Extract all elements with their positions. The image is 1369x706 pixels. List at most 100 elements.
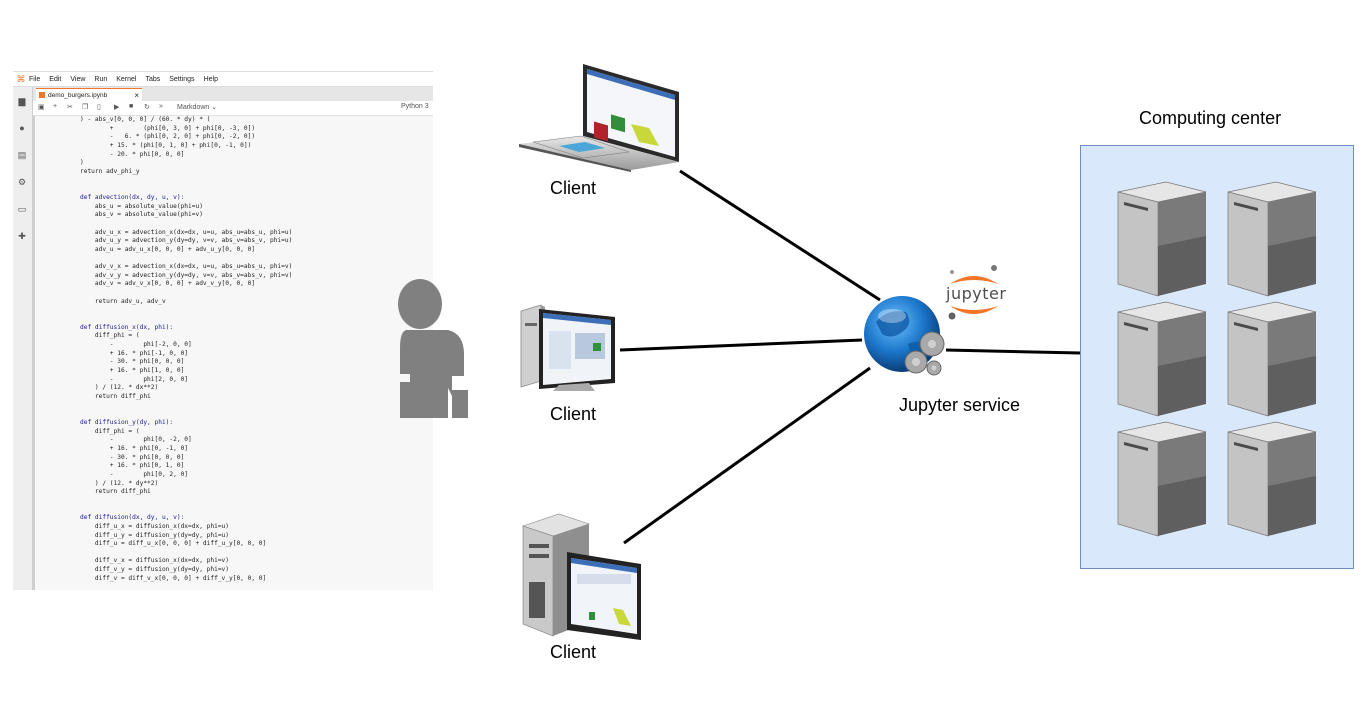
- property-inspector-icon[interactable]: ⚙: [17, 177, 27, 187]
- code-text: ) - abs_v[0, 0, 0] / (60. * dy) * ( + (p…: [35, 116, 433, 583]
- code-line: ) - abs_v[0, 0, 0] / (60. * dy) * (: [80, 116, 211, 123]
- menu-settings[interactable]: Settings: [169, 75, 195, 83]
- code-line: - 30. * phi[0, 0, 0]: [80, 358, 185, 366]
- menu-edit[interactable]: Edit: [49, 75, 62, 83]
- notebook-file-icon: [39, 92, 45, 98]
- paste-icon[interactable]: ▯: [97, 104, 101, 111]
- code-line: return diff_phi: [80, 393, 151, 400]
- close-icon[interactable]: ×: [134, 91, 139, 100]
- client-laptop-label: Client: [550, 178, 597, 198]
- code-line: diff_u = diff_u_x[0, 0, 0] + diff_u_y[0,…: [80, 540, 267, 548]
- code-line: + 16. * phi[0, 1, 0]: [80, 462, 185, 470]
- code-line: + 16. * phi[1, 0, 0]: [80, 367, 185, 375]
- notebook-tab[interactable]: demo_burgers.ipynb ×: [36, 88, 142, 101]
- menu-file[interactable]: File: [29, 75, 41, 83]
- workstation-icon[interactable]: [519, 512, 645, 640]
- notebook-toolbar: ▣ + ✂ ❐ ▯ ▶ ■ ↻ » Markdown ⌄ Python 3: [33, 102, 433, 116]
- code-line: + 16. * phi[0, -1, 0]: [80, 444, 189, 452]
- desktop-computer-icon[interactable]: [519, 303, 619, 391]
- cell-type-select[interactable]: Markdown ⌄: [177, 104, 218, 111]
- kernel-name: Python 3: [401, 103, 429, 110]
- notebook-tabbar: demo_burgers.ipynb ×: [33, 87, 433, 101]
- code-line: - 20. * phi[0, 0, 0]: [80, 150, 185, 158]
- client-desktop-label: Client: [550, 404, 597, 424]
- jupyter-logo: jupyter: [942, 264, 1006, 326]
- laptop-connection: [679, 169, 881, 302]
- add-cell-icon[interactable]: +: [53, 103, 58, 110]
- code-line: diff_v_y = diffusion_y(dy=dy, phi=v): [80, 566, 230, 574]
- server-icon: [1227, 301, 1317, 417]
- folder-icon[interactable]: ▆: [18, 96, 26, 106]
- code-line: return diff_phi: [80, 488, 151, 496]
- laptop-icon[interactable]: [519, 62, 683, 172]
- code-line: adv_v_y = advection_y(dy=dy, v=v, abs_v=…: [80, 271, 293, 279]
- code-line: - phi[-2, 0, 0]: [80, 341, 192, 349]
- menu-view[interactable]: View: [70, 75, 86, 83]
- open-tabs-icon[interactable]: ▭: [17, 204, 27, 214]
- code-line: diff_u_x = diffusion_x(dx=dx, phi=u): [80, 522, 230, 530]
- code-line: ) / (12. * dy**2): [80, 479, 159, 487]
- code-line: adv_u_x = advection_x(dx=dx, u=u, abs_u=…: [80, 228, 293, 236]
- jupyter-service-globe-icon[interactable]: [862, 294, 952, 384]
- code-line: diff_phi = (: [80, 427, 140, 435]
- code-line: diff_phi = (: [80, 332, 140, 340]
- menu-tabs[interactable]: Tabs: [145, 75, 161, 83]
- computing-center-label: Computing center: [1139, 108, 1282, 128]
- code-line: diff_v = diff_v_x[0, 0, 0] + diff_v_y[0,…: [80, 574, 267, 582]
- workstation-connection: [623, 366, 871, 545]
- computing-center-connection: [945, 348, 1081, 355]
- code-line: abs_v = absolute_value(phi=v): [80, 211, 203, 219]
- code-line: def diffusion_y(dy, phi):: [80, 418, 174, 426]
- notebook-left-sidebar: ▆ ● ▤ ⚙ ▭ ✚: [13, 87, 33, 590]
- commands-icon[interactable]: ▤: [17, 150, 27, 160]
- code-line: def diffusion(dx, dy, u, v):: [80, 514, 185, 522]
- cell-type-value: Markdown: [177, 104, 210, 111]
- jupyter-service-label: Jupyter service: [899, 395, 1021, 415]
- stop-icon[interactable]: ■: [129, 103, 134, 110]
- server-icon: [1227, 181, 1317, 297]
- code-line: - 6. * (phi[0, 2, 0] + phi[0, -2, 0]): [80, 133, 256, 141]
- code-line: + 15. * (phi[0, 1, 0] + phi[0, -1, 0]): [80, 141, 252, 149]
- notebook-screenshot: ⌘ File Edit View Run Kernel Tabs Setting…: [13, 71, 433, 590]
- jupyterlab-logo-icon: ⌘: [16, 73, 26, 84]
- cut-icon[interactable]: ✂: [67, 104, 73, 111]
- desktop-connection: [619, 338, 863, 352]
- server-icon: [1227, 421, 1317, 537]
- code-line: - phi[0, -2, 0]: [80, 436, 192, 444]
- server-icon: [1117, 301, 1207, 417]
- running-icon[interactable]: ●: [19, 123, 25, 133]
- code-line: adv_u = adv_u_x[0, 0, 0] + adv_u_y[0, 0,…: [80, 245, 256, 253]
- menu-help[interactable]: Help: [203, 75, 218, 83]
- server-icon: [1117, 181, 1207, 297]
- notebook-tab-title: demo_burgers.ipynb: [48, 92, 108, 99]
- code-line: + 16. * phi[-1, 0, 0]: [80, 349, 189, 357]
- code-line: adv_v_x = advection_x(dx=dx, u=u, abs_u=…: [80, 263, 293, 271]
- user-icon: [398, 279, 468, 418]
- run-icon[interactable]: ▶: [114, 104, 120, 111]
- jupyter-logo-text: jupyter: [946, 284, 1007, 303]
- code-line: diff_u_y = diffusion_y(dy=dy, phi=u): [80, 531, 230, 539]
- code-line: diff_v_x = diffusion_x(dx=dx, phi=v): [80, 557, 230, 565]
- code-line: def advection(dx, dy, u, v):: [80, 193, 185, 201]
- save-icon[interactable]: ▣: [38, 104, 45, 111]
- code-line: - phi[0, 2, 0]: [80, 470, 189, 478]
- code-line: def diffusion_x(dx, phi):: [80, 323, 174, 331]
- code-line: adv_v = adv_v_x[0, 0, 0] + adv_v_y[0, 0,…: [80, 280, 256, 288]
- code-line: abs_u = absolute_value(phi=u): [80, 202, 203, 210]
- code-line: return adv_u, adv_v: [80, 297, 166, 305]
- client-workstation-label: Client: [550, 642, 597, 662]
- restart-icon[interactable]: ↻: [144, 104, 150, 111]
- extension-icon[interactable]: ✚: [18, 231, 26, 241]
- fast-forward-icon[interactable]: »: [159, 103, 163, 110]
- code-cell[interactable]: ) - abs_v[0, 0, 0] / (60. * dy) * ( + (p…: [33, 116, 433, 590]
- notebook-menubar: ⌘ File Edit View Run Kernel Tabs Setting…: [13, 72, 433, 87]
- code-line: ) / (12. * dx**2): [80, 384, 159, 392]
- copy-icon[interactable]: ❐: [82, 104, 89, 111]
- code-line: return adv_phi_y: [80, 167, 140, 175]
- code-line: - 30. * phi[0, 0, 0]: [80, 453, 185, 461]
- jupyter-logo-icon: [948, 265, 998, 320]
- menu-run[interactable]: Run: [94, 75, 108, 83]
- menu-kernel[interactable]: Kernel: [116, 75, 137, 83]
- code-line: adv_u_y = advection_y(dy=dy, v=v, abs_v=…: [80, 237, 293, 245]
